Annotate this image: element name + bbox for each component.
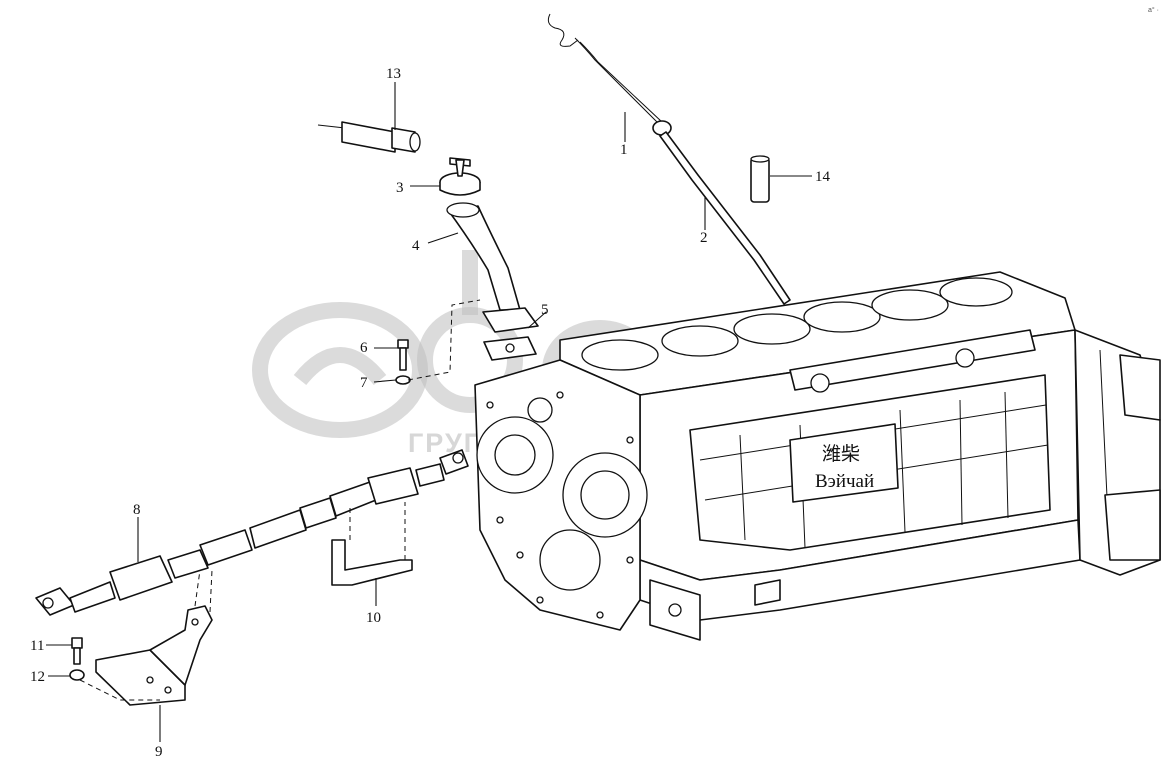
callout-1: 1 [620,142,628,158]
dipstick-sleeve [750,157,770,203]
corner-mark: a° · [1148,6,1159,14]
callout-2: 2 [700,230,708,246]
dipstick-tube [659,131,791,305]
banjo-fitting [35,587,75,616]
filler-flange-5 [482,307,539,333]
cylinder-bore-2 [661,325,739,357]
cylinder-bore-5 [871,289,949,321]
bracket-9 [79,569,213,706]
oil-line-sleeve [109,555,173,601]
bolt-washer-6-7 [395,299,481,385]
hose-fitting-13 [341,121,396,153]
hose-13-line [317,124,346,129]
bolt-washer-11-12 [69,637,85,681]
engine-block: 潍柴 Вэйчай [474,271,1161,641]
front-cover-bore-inner [494,434,536,476]
callout-3: 3 [396,180,404,196]
cylinder-bore-6 [939,277,1013,307]
gallery-port-1 [810,373,830,393]
cylinder-bore-3 [733,313,811,345]
callout-7: 7 [360,375,368,391]
callout-12: 12 [30,669,45,685]
oil-line-assembly [35,449,469,616]
front-cover-port [527,397,553,423]
dipstick-grommet [652,120,672,136]
callout-10: 10 [366,610,381,626]
front-cover-bolts [486,391,634,619]
callout-4: 4 [412,238,420,254]
brand-chinese: 潍柴 [822,443,860,465]
filler-assembly [317,121,539,361]
front-cover-bore-main-inner [580,470,630,520]
gallery-port-2 [955,348,975,368]
callout-11: 11 [30,638,44,654]
filler-neck-tube [447,205,521,311]
bracket-10 [331,502,413,586]
brand-russian: Вэйчай [815,471,874,492]
front-cover-bore-lower [539,529,601,591]
callout-9: 9 [155,744,163,760]
oil-line-upper-sleeve [367,467,419,505]
cylinder-bore-4 [803,301,881,333]
callout-labels: 1 2 3 4 5 6 7 8 9 10 11 12 13 14 [30,66,831,760]
flywheel-flange [1119,354,1161,421]
callout-13: 13 [386,66,401,82]
dipstick-assembly [547,13,791,305]
callout-14: 14 [815,169,831,185]
callout-6: 6 [360,340,368,356]
leader-lines [46,82,812,742]
callout-5: 5 [541,302,549,318]
nameplate [789,423,899,503]
oil-gallery-tube [789,329,1036,391]
cylinder-bore-1 [581,339,659,371]
callout-8: 8 [133,502,141,518]
dipstick-handle [547,13,579,47]
